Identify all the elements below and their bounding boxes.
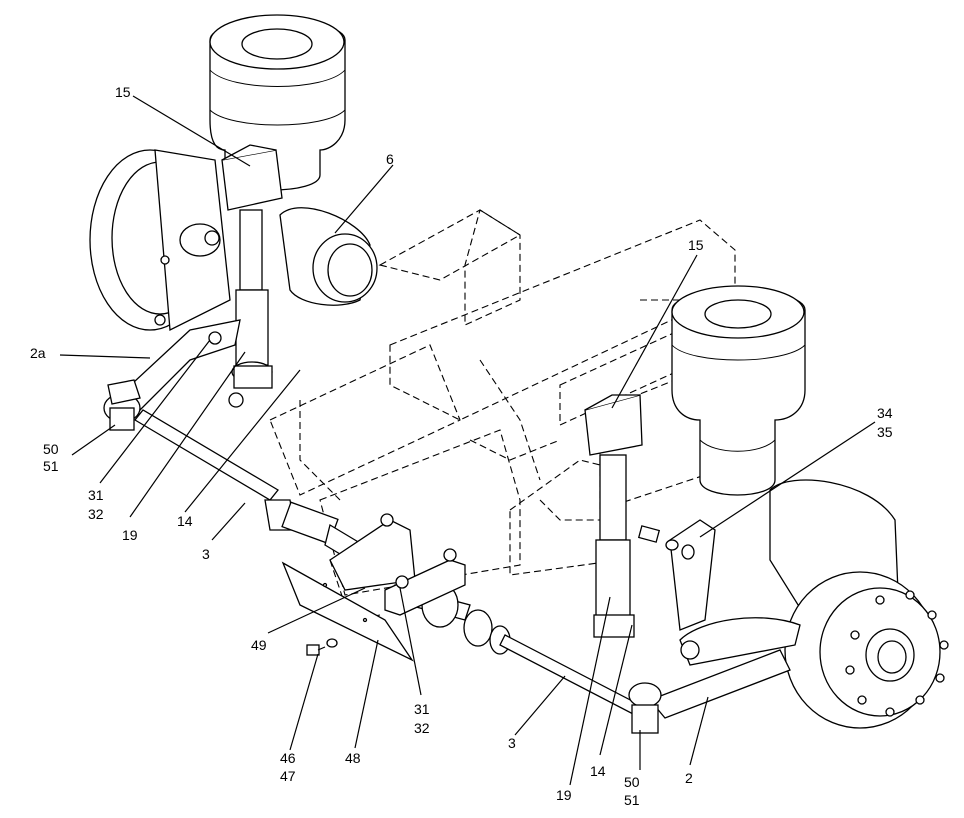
leader-lines: [59, 95, 876, 786]
right-brake-hub: [769, 479, 949, 729]
callout-47: 47: [280, 768, 296, 784]
bolt-and-washer: [306, 638, 338, 656]
callout-51-right: 51: [624, 792, 640, 808]
plate: [281, 561, 414, 662]
left-shock-absorber: [221, 144, 283, 389]
left-brake-hub: [89, 149, 231, 332]
callout-50-left: 50: [43, 441, 59, 457]
callout-19-right: 19: [556, 787, 572, 803]
right-air-spring: [671, 285, 806, 496]
right-ball-joint: [628, 682, 662, 734]
callout-3-left: 3: [202, 546, 210, 562]
callout-32-left: 32: [88, 506, 104, 522]
callout-14-left: 14: [177, 513, 193, 529]
callout-2: 2: [685, 770, 693, 786]
callout-50-right: 50: [624, 774, 640, 790]
right-shock-absorber: [584, 394, 643, 638]
wheel-studs: [845, 590, 949, 717]
callout-34: 34: [877, 405, 893, 421]
callout-2a: 2a: [30, 345, 46, 361]
callout-19-left: 19: [122, 527, 138, 543]
left-ball-joint: [103, 379, 141, 431]
callout-14-right: 14: [590, 763, 606, 779]
callout-labels: 15 6 15 2a 34 35 50 51 31 32 19 14 3 49 …: [30, 84, 893, 808]
callout-32-center: 32: [414, 720, 430, 736]
center-bracket: [329, 513, 466, 616]
callout-48: 48: [345, 750, 361, 766]
callout-31-left: 31: [88, 487, 104, 503]
left-brake-chamber: [279, 207, 378, 306]
callout-51-left: 51: [43, 458, 59, 474]
callout-3-right: 3: [508, 735, 516, 751]
callout-6: 6: [386, 151, 394, 167]
callout-46: 46: [280, 750, 296, 766]
callout-15-left: 15: [115, 84, 131, 100]
right-control-arm: [648, 617, 801, 719]
callout-31-center: 31: [414, 701, 430, 717]
right-bracket-bolt: [637, 519, 716, 631]
callout-35: 35: [877, 424, 893, 440]
callout-49: 49: [251, 637, 267, 653]
callout-15-right: 15: [688, 237, 704, 253]
